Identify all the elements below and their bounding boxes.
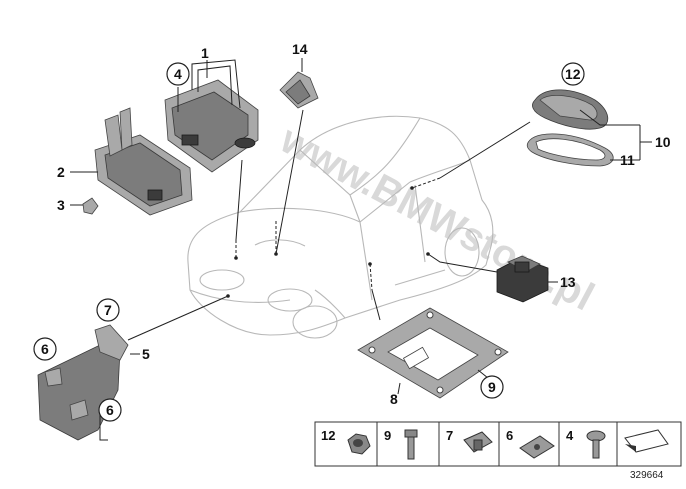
callout-9: 9 — [488, 379, 496, 395]
leader-lines — [70, 58, 652, 441]
callout-8: 8 — [390, 391, 398, 407]
part-bracket-assembly — [164, 59, 259, 173]
car-outline — [187, 115, 494, 339]
callout-7: 7 — [104, 302, 112, 318]
direction-arrow-icon — [624, 429, 669, 453]
callout-4-circle — [166, 62, 190, 86]
callout-6a-circle — [33, 337, 57, 361]
legend-item-5-number: 4 — [566, 428, 574, 443]
bolt-icon — [404, 429, 418, 460]
callout-6b: 6 — [106, 402, 114, 418]
clip-nut-icon — [463, 431, 493, 453]
speed-nut-icon — [519, 435, 555, 459]
part-cover — [526, 89, 614, 167]
callout-6b-circle — [98, 398, 122, 422]
part-clip — [82, 197, 99, 215]
fastener-legend: 12 9 7 6 4 — [314, 421, 682, 467]
legend-item-1-number: 12 — [321, 428, 335, 443]
callout-5: 5 — [142, 346, 150, 362]
callout-7-circle — [96, 298, 120, 322]
callout-3: 3 — [57, 197, 65, 213]
callout-6a: 6 — [41, 341, 49, 357]
callout-9-circle — [480, 375, 504, 399]
legend-item-2-number: 9 — [384, 428, 391, 443]
callout-12: 12 — [565, 66, 581, 82]
reference-number: 329664 — [630, 470, 664, 481]
part-small-bracket — [279, 71, 319, 109]
screw-icon — [586, 430, 606, 459]
part-control-unit — [496, 255, 549, 303]
legend-item-4-number: 6 — [506, 428, 513, 443]
callout-4: 4 — [174, 66, 182, 82]
callout-14: 14 — [292, 41, 308, 57]
callout-11: 11 — [620, 152, 635, 168]
hex-nut-icon — [347, 433, 371, 455]
part-mounting-plate — [357, 307, 509, 399]
callout-10: 10 — [655, 134, 671, 150]
legend-item-3-number: 7 — [446, 428, 453, 443]
callout-2: 2 — [57, 164, 65, 180]
callout-1: 1 — [201, 45, 209, 61]
part-holder-bracket — [94, 107, 193, 216]
callouts: 1 4 2 3 14 12 10 11 13 7 6 5 6 8 9 — [33, 41, 671, 422]
callout-13: 13 — [560, 274, 576, 290]
callout-12-circle — [561, 62, 585, 86]
